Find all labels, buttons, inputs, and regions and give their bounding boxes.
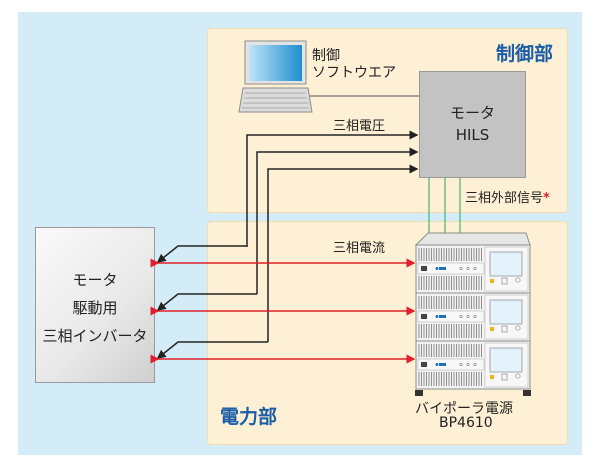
power-supply-unit: [415, 292, 531, 342]
voltage-line-1-tail: [156, 245, 247, 263]
voltage-line-1: [246, 130, 419, 247]
motor-hils-box: モータ HILS: [419, 71, 526, 178]
power-zone-title: 電力部: [220, 406, 278, 428]
voltage-line-2: [256, 147, 419, 294]
laptop-label-line2: ソフトウエア: [312, 65, 396, 81]
voltage-line-3: [267, 164, 419, 342]
voltage-line-2-tail: [156, 293, 257, 311]
current-label: 三相電流: [333, 241, 386, 256]
voltage-label: 三相電圧: [333, 119, 386, 134]
laptop-label-line1: 制御: [312, 48, 340, 64]
inverter-label-line3: 三相インバータ: [42, 327, 148, 345]
inverter-label-line1: モータ: [72, 271, 118, 289]
power-supply-name: バイポーラ電源: [415, 401, 513, 417]
power-supply-unit: [415, 244, 531, 294]
power-supply-unit: [415, 340, 531, 390]
motor-inverter-box: モータ 駆動用 三相インバータ: [35, 227, 155, 383]
voltage-line-3-tail: [156, 341, 268, 359]
hils-label-line1: モータ: [449, 104, 495, 122]
external-signal-label: 三相外部信号*: [465, 187, 550, 206]
inverter-label-line2: 駆動用: [72, 299, 118, 317]
hils-label-line2: HILS: [455, 126, 490, 144]
control-zone-title: 制御部: [495, 43, 553, 65]
external-signal-text: 三相外部信号: [465, 191, 544, 206]
power-supply-model: BP4610: [439, 415, 493, 431]
footnote-mark: *: [543, 191, 550, 206]
